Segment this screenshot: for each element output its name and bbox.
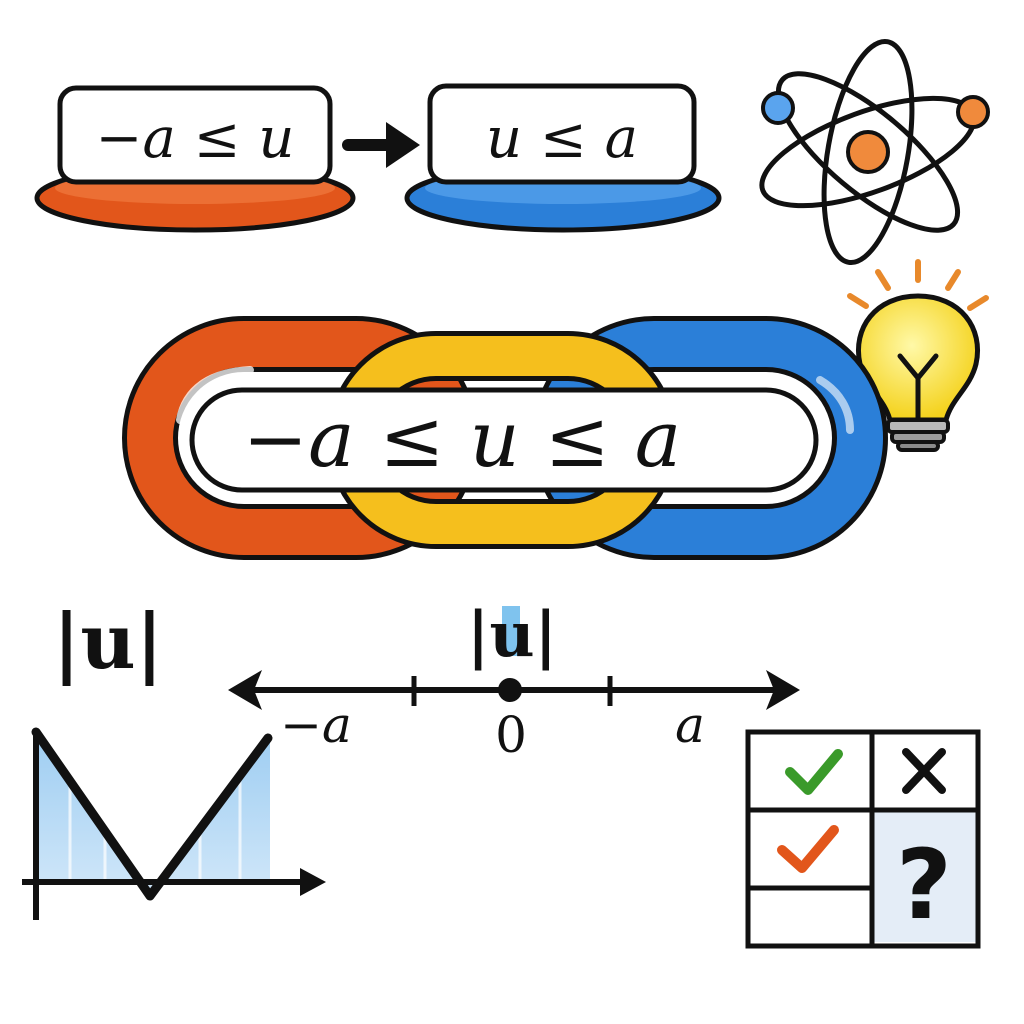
- number-line-right-arrow: [766, 670, 800, 710]
- label-a: a: [675, 696, 705, 754]
- card-u-le-a: u ≤ a: [404, 83, 722, 233]
- chain-text: −a ≤ u ≤ a: [243, 395, 681, 485]
- number-line-left-arrow: [228, 670, 262, 710]
- chain-links: −a ≤ u ≤ a: [122, 316, 888, 560]
- v-curve: [31, 727, 273, 901]
- card-neg-a-le-u: −a ≤ u: [34, 85, 356, 233]
- arrow-right-icon: [342, 122, 420, 168]
- answer-grid: ?: [745, 729, 981, 949]
- cross-icon: [902, 748, 946, 794]
- abs-highlight: [502, 606, 520, 656]
- card-face: [427, 83, 697, 185]
- check-icon: [785, 749, 843, 795]
- label-neg-a: −a: [280, 696, 352, 754]
- card-text: −a ≤ u: [96, 106, 295, 171]
- chain-label-box: [189, 387, 819, 493]
- question-icon: ?: [896, 829, 952, 941]
- number-line-abs-label: |u|: [467, 598, 557, 671]
- abs-value-graph: [22, 727, 326, 920]
- lightbulb-icon: [847, 259, 989, 452]
- origin-point: [498, 678, 522, 702]
- label-zero: 0: [495, 706, 527, 764]
- card-text: u ≤ a: [486, 106, 638, 171]
- number-line: |u| −a 0 a: [228, 598, 800, 764]
- atom-icon: [759, 38, 990, 266]
- check-icon: [777, 825, 839, 873]
- card-face: [57, 85, 333, 185]
- x-axis-arrow: [300, 868, 326, 896]
- abs-value-label: |u|: [53, 597, 164, 687]
